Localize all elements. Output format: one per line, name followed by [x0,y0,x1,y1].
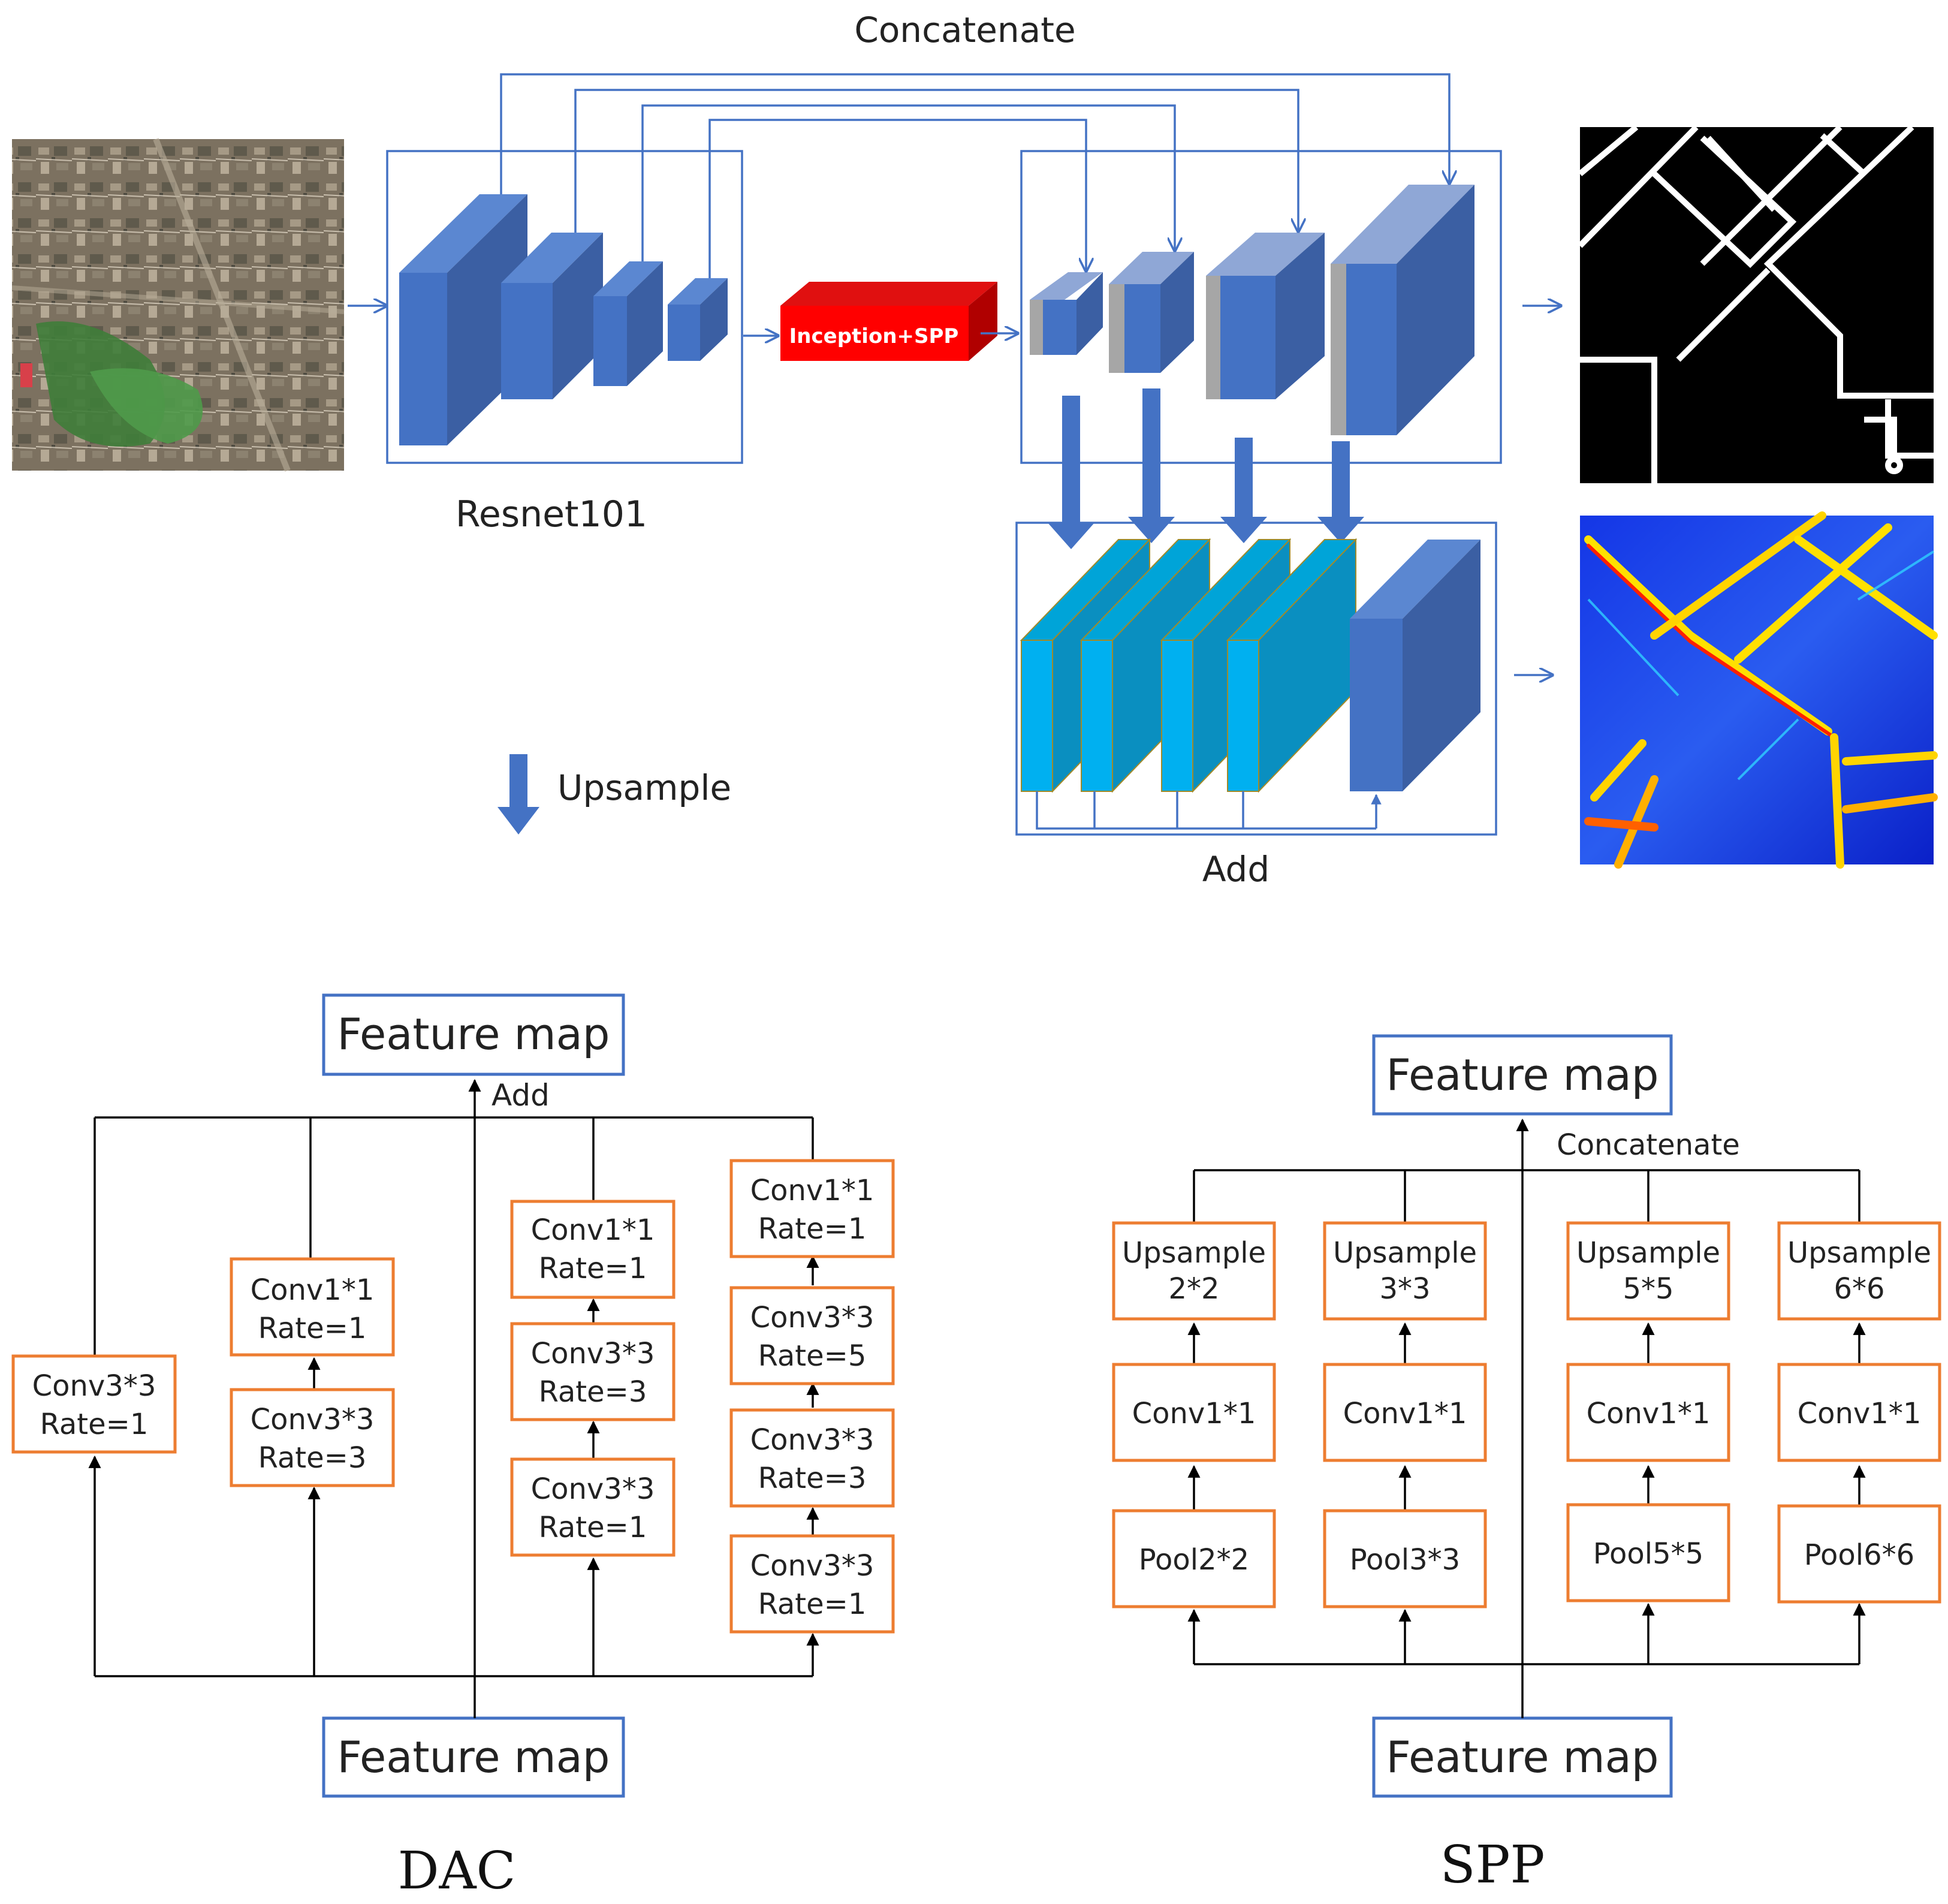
spp-b2-upsample-line2: 3*3 [1379,1272,1430,1306]
dac-b3-conv1-rate1 [510,1200,676,1299]
dac-b3-conv3r3-line1: Conv3*3 [531,1337,655,1370]
dac-b4-conv3-rate1 [729,1534,895,1634]
upsample-legend-icon [497,754,539,834]
decoder-frame [1020,150,1502,464]
spp-b1-conv [1112,1363,1276,1462]
encoder-frame [386,150,743,464]
spp-b3-upsample-line2: 5*5 [1623,1272,1673,1306]
spp-b1-pool-label: Pool2*2 [1139,1543,1249,1577]
dac-b3-conv3r1-line2: Rate=1 [539,1511,647,1544]
spp-b1-upsample-line2: 2*2 [1168,1272,1219,1306]
spp-b4-pool-label: Pool6*6 [1804,1538,1914,1572]
dac-b4-conv3r5-line2: Rate=5 [758,1339,867,1373]
spp-b3-conv [1566,1363,1730,1462]
inception-spp-block: Inception+SPP [780,282,997,361]
concatenate-label: Concatenate [854,10,1075,50]
spp-bottom-feature-map [1372,1716,1673,1798]
spp-b2-upsample [1323,1221,1487,1321]
dac-b2-conv1-rate1 [230,1257,395,1357]
dac-b2-conv3-line1: Conv3*3 [251,1403,375,1436]
decoder-block-4 [1331,185,1474,435]
spp-b4-upsample-line1: Upsample [1787,1236,1931,1270]
skip-connections [500,73,1449,278]
spp-b2-upsample-line1: Upsample [1333,1236,1477,1270]
decoder-block-2 [1109,252,1194,373]
upsample-arrows [1048,388,1364,549]
spp-b1-conv-label: Conv1*1 [1132,1397,1256,1430]
input-satellite-image [11,138,345,472]
dac-b2-conv3-rate3 [230,1388,395,1487]
spp-b1-pool [1112,1509,1276,1608]
spp-b1-upsample-line1: Upsample [1122,1236,1266,1270]
spp-b3-upsample-line1: Upsample [1576,1236,1720,1270]
dac-b4-conv3-rate5 [729,1286,895,1385]
spp-b4-pool [1777,1504,1941,1604]
dac-top-feature-map-label: Feature map [337,1009,610,1059]
spp-concat-label: Concatenate [1557,1128,1740,1162]
decoder-block-1 [1030,272,1103,355]
spp-b3-upsample [1566,1221,1730,1321]
dac-caption: DAC [398,1841,516,1901]
dac-b3-conv3r3-line2: Rate=3 [539,1375,647,1409]
spp-top-feature-map [1372,1034,1673,1116]
dac-b3-conv1-line1: Conv1*1 [531,1213,655,1247]
dac-b4-conv3r1-line1: Conv3*3 [750,1549,875,1583]
dac-b4-conv3r1-line2: Rate=1 [758,1587,867,1621]
dac-b1-conv3-rate1-line2: Rate=1 [40,1408,149,1441]
dac-diagram: Feature map Feature map Add Conv3*3 Rate… [11,993,895,1901]
dac-b1-conv3-rate1-line1: Conv3*3 [32,1369,156,1403]
spp-b3-pool-label: Pool5*5 [1593,1537,1703,1571]
dac-b2-conv1-line1: Conv1*1 [251,1273,375,1307]
dac-b3-conv3-rate1 [510,1457,676,1557]
encoder-block-3 [593,261,663,386]
dac-bottom-feature-map [322,1716,625,1798]
encoder-block-4 [668,278,728,361]
encoder-label: Resnet101 [456,493,647,535]
spp-bottom-feature-map-label: Feature map [1386,1732,1659,1782]
spp-b4-upsample-line2: 6*6 [1834,1272,1884,1306]
spp-b4-conv-label: Conv1*1 [1798,1397,1922,1430]
spp-b2-pool-label: Pool3*3 [1350,1543,1460,1577]
spp-b2-pool [1323,1509,1487,1608]
spp-b3-conv-label: Conv1*1 [1587,1397,1711,1430]
dac-b1-conv3-rate1 [11,1354,177,1454]
spp-b4-upsample [1777,1221,1941,1321]
dac-b4-conv1-line1: Conv1*1 [750,1174,875,1207]
spp-caption: SPP [1440,1835,1545,1895]
dac-output-block [1350,540,1480,791]
spp-b2-conv [1323,1363,1487,1462]
spp-b4-conv [1777,1363,1941,1462]
dac-b3-conv3-rate3 [510,1322,676,1421]
dac-add-label: Add [491,1078,550,1113]
encoder-block-2 [501,233,603,399]
dac-b4-conv3r3-line1: Conv3*3 [750,1423,875,1457]
dac-bottom-feature-map-label: Feature map [337,1732,610,1782]
decoder-block-3 [1206,233,1325,399]
dac-b2-conv1-line2: Rate=1 [258,1312,367,1345]
spp-top-feature-map-label: Feature map [1386,1050,1659,1100]
dac-b4-conv3r3-line2: Rate=3 [758,1462,867,1495]
dac-b2-conv3-line2: Rate=3 [258,1441,367,1475]
dac-b4-conv3-rate3 [729,1408,895,1508]
dac-b4-conv1-line2: Rate=1 [758,1212,867,1246]
probability-heatmap-output [1580,511,1938,869]
road-mask-output [1578,125,1934,483]
spp-b3-pool [1566,1503,1730,1602]
spp-b2-conv-label: Conv1*1 [1343,1397,1467,1430]
upsample-legend-label: Upsample [557,767,731,808]
spp-diagram: Feature map Feature map Concatenate Upsa… [1112,1034,1941,1895]
dac-b4-conv3r5-line1: Conv3*3 [750,1301,875,1334]
inception-spp-label: Inception+SPP [789,324,959,348]
dac-b3-conv1-line2: Rate=1 [539,1252,647,1285]
dac-top-feature-map [322,993,625,1076]
dac-b4-conv1-rate1 [729,1159,895,1258]
add-label: Add [1202,849,1269,890]
add-lines [1036,791,1382,830]
dac-b3-conv3r1-line1: Conv3*3 [531,1472,655,1506]
spp-b1-upsample [1112,1221,1276,1321]
